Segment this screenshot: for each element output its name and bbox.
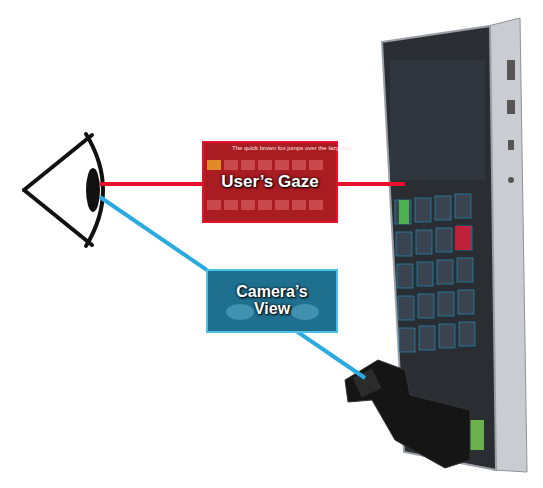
thumbnail-key [207,160,221,170]
overlay-label-box: User’s Gaze [203,142,337,222]
screen-key-green [399,200,409,224]
overlay-label-box: Camera’s View [207,270,337,332]
camera-line [100,197,365,378]
camera-thumbnail [207,270,337,332]
thumbnail-eye [291,304,319,320]
screen-keys [395,194,475,352]
eye-icon [24,134,103,246]
sample-sentence: The quick brown fox jumps over the lazy … [232,145,351,151]
keyboard-thumbnail [203,142,337,222]
overlay-title: User’s Gaze [221,173,318,191]
eye-pupil [86,168,100,212]
thumbnail-keys [207,160,323,210]
port [508,140,514,150]
screen-key-red [455,226,471,250]
port [507,60,515,80]
thumbnail-eye [226,304,254,320]
screen-text-area [390,60,485,180]
port [508,177,514,183]
overlay-title: Camera’s View [227,284,317,318]
port [507,100,515,114]
